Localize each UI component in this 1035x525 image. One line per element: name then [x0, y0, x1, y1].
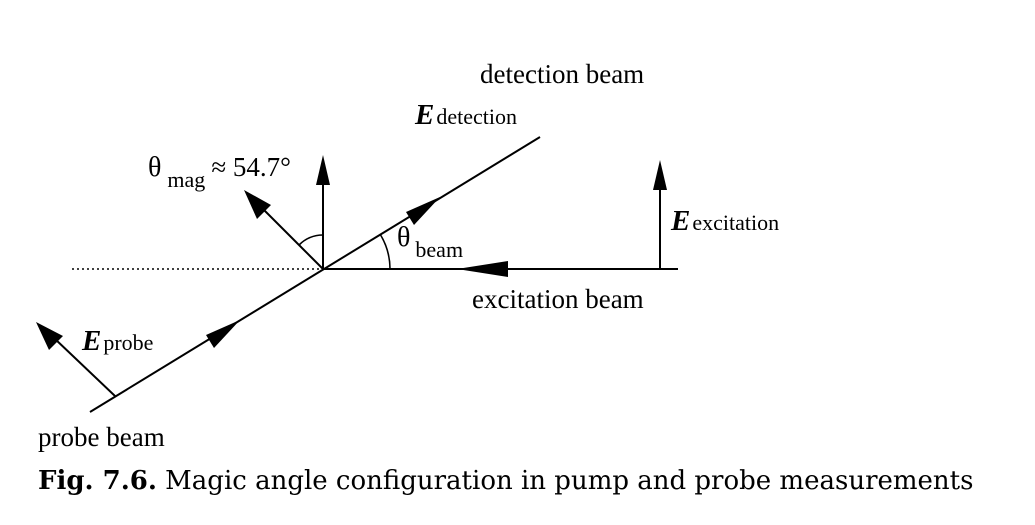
- e-excitation-subscript: excitation: [692, 210, 779, 235]
- theta-mag-symbol: θ: [148, 152, 161, 183]
- probe-beam-arrow: [206, 320, 240, 348]
- detection-beam-arrow: [406, 197, 440, 225]
- e-excitation-label: Eexcitation: [670, 205, 779, 237]
- e-detection-subscript: detection: [436, 104, 517, 129]
- theta-beam-symbol: θ: [397, 222, 410, 253]
- excitation-polarization-arrow: [653, 160, 667, 190]
- detection-beam-label: detection beam: [480, 59, 644, 89]
- excitation-beam-label: excitation beam: [472, 284, 644, 314]
- probe-detection-beam-line: [89, 136, 541, 413]
- theta-mag-subscript: mag: [167, 167, 205, 192]
- theta-beam-arc: [379, 233, 391, 270]
- excitation-beam-arrow: [457, 261, 508, 277]
- figure-caption-text: Magic angle configuration in pump and pr…: [165, 466, 974, 496]
- magic-angle-polarization-line: [259, 205, 324, 270]
- e-detection-symbol: E: [414, 99, 434, 131]
- e-probe-subscript: probe: [103, 330, 153, 355]
- figure-caption: Fig. 7.6. Magic angle configuration in p…: [38, 468, 1028, 494]
- e-probe-symbol: E: [81, 325, 101, 357]
- magic-angle-polarization-arrow: [244, 190, 271, 219]
- e-detection-label: Edetection: [414, 99, 517, 131]
- e-probe-label: Eprobe: [81, 325, 153, 357]
- theta-mag-value: ≈ 54.7°: [211, 152, 291, 182]
- e-excitation-symbol: E: [670, 205, 690, 237]
- figure-number: Fig. 7.6.: [38, 466, 157, 496]
- vertical-reference-arrow: [316, 155, 330, 185]
- probe-beam-label: probe beam: [38, 422, 165, 452]
- probe-polarization-arrow: [36, 322, 63, 350]
- probe-polarization-line: [53, 337, 116, 397]
- theta-beam-subscript: beam: [415, 237, 463, 262]
- theta-mag-arc: [298, 234, 324, 246]
